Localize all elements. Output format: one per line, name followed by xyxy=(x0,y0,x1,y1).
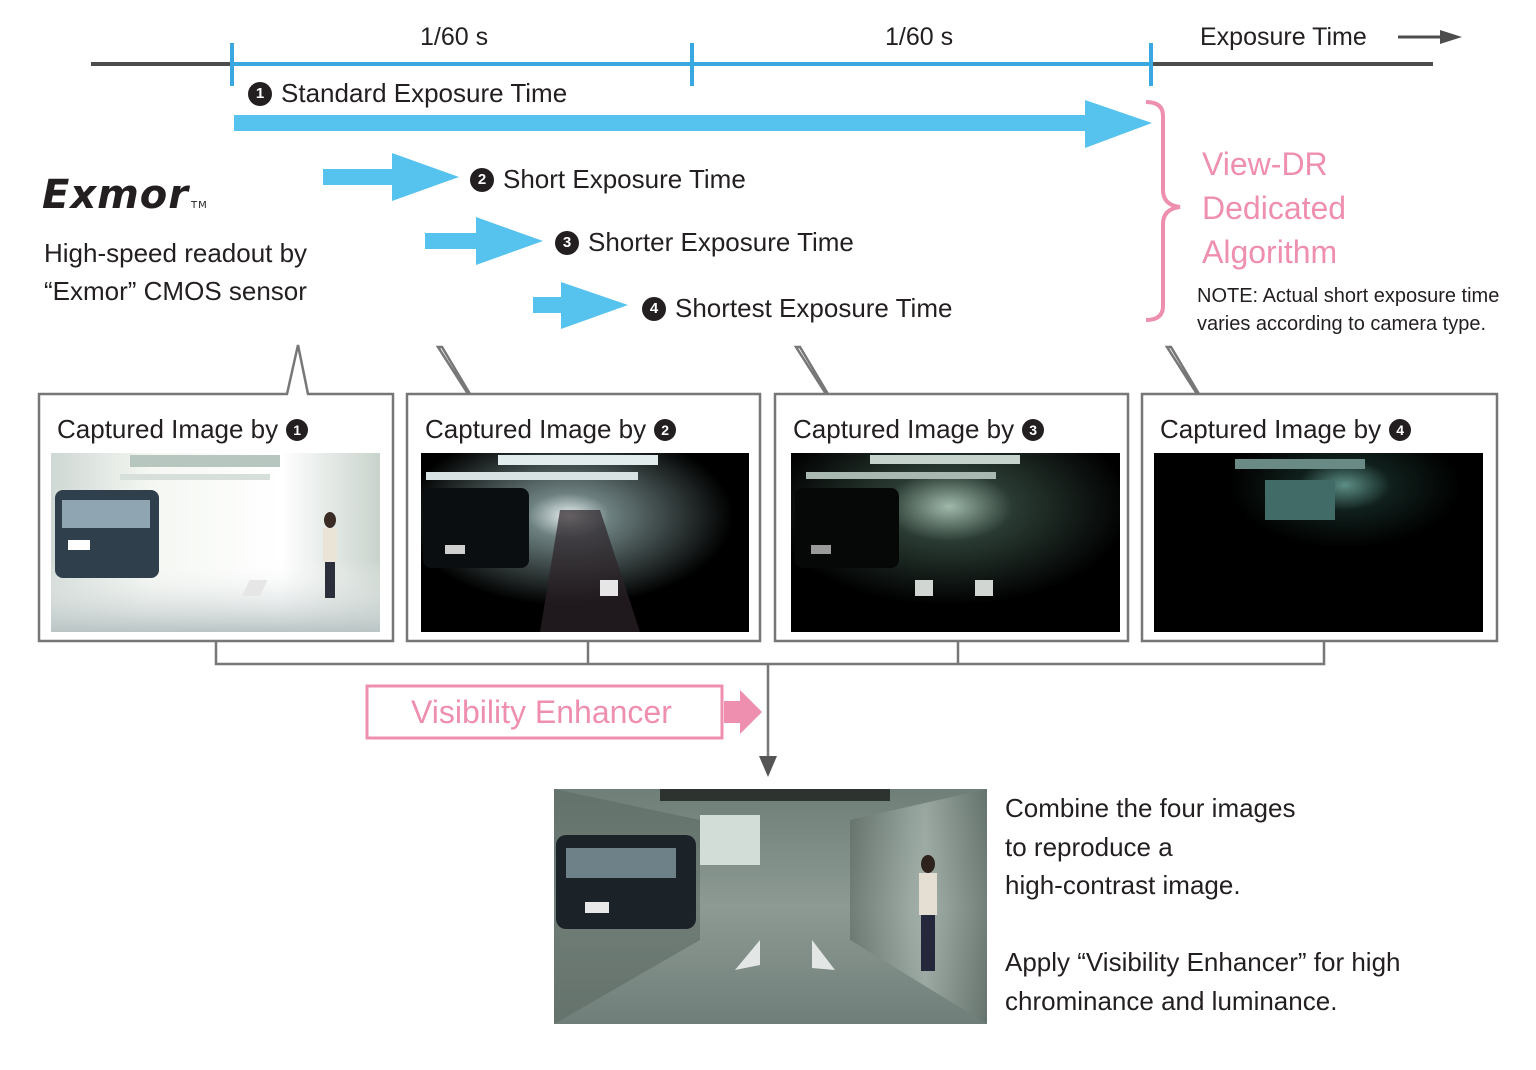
panel-label-text: Captured Image by xyxy=(57,414,279,444)
exposure-arrows xyxy=(234,100,1152,329)
axis-arrow-icon xyxy=(1398,30,1462,44)
exposure-text: Shortest Exposure Time xyxy=(675,293,953,323)
exposure-label-standard: 1 Standard Exposure Time xyxy=(248,78,567,109)
result-line-5: chrominance and luminance. xyxy=(1005,985,1338,1016)
panel-4-label: Captured Image by 4 xyxy=(1160,414,1412,445)
panel-label-text: Captured Image by xyxy=(425,414,647,444)
algorithm-brace xyxy=(1145,100,1181,322)
combined-image xyxy=(554,789,987,1024)
axis-label: Exposure Time xyxy=(1200,23,1367,51)
result-line-3: high-contrast image. xyxy=(1005,870,1241,900)
exmor-logo-text: Exmor xyxy=(42,172,190,218)
captured-image-1 xyxy=(51,453,380,632)
number-badge: 4 xyxy=(1389,418,1412,441)
enhancer-arrow-icon xyxy=(724,690,762,734)
algorithm-line-3: Algorithm xyxy=(1202,234,1338,270)
number-badge: 3 xyxy=(555,230,579,255)
panel-1-label: Captured Image by 1 xyxy=(57,414,309,445)
tick-label-2: 1/60 s xyxy=(885,23,954,51)
panel-connector xyxy=(214,642,1326,758)
exposure-text: Shorter Exposure Time xyxy=(588,227,854,257)
algorithm-line-1: View-DR xyxy=(1202,146,1328,182)
arrow-short-exposure xyxy=(323,153,459,201)
number-badge: 2 xyxy=(654,418,677,441)
sensor-desc-line-1: High-speed readout by xyxy=(44,238,308,268)
number-badge: 1 xyxy=(248,81,272,106)
result-line-4: Apply “Visibility Enhancer” for high xyxy=(1005,947,1401,977)
number-badge: 3 xyxy=(1022,418,1045,441)
timeline xyxy=(91,30,1462,86)
exposure-text: Standard Exposure Time xyxy=(281,78,568,108)
captured-image-4 xyxy=(1154,453,1483,632)
number-badge: 4 xyxy=(642,296,666,321)
algorithm-title: View-DR Dedicated Algorithm xyxy=(1202,142,1346,274)
arrow-shorter-exposure xyxy=(425,217,543,265)
algorithm-line-2: Dedicated xyxy=(1202,190,1347,226)
panel-2-label: Captured Image by 2 xyxy=(425,414,677,445)
tick-label-1: 1/60 s xyxy=(420,23,489,51)
arrow-shortest-exposure xyxy=(533,282,628,329)
panel-label-text: Captured Image by xyxy=(793,414,1015,444)
exposure-label-shorter: 3 Shorter Exposure Time xyxy=(555,227,854,258)
panel-label-text: Captured Image by xyxy=(1160,414,1382,444)
result-description: Combine the four images to reproduce a h… xyxy=(1005,789,1485,1020)
number-badge: 2 xyxy=(470,167,494,192)
exposure-label-shortest: 4 Shortest Exposure Time xyxy=(642,293,952,324)
sensor-description: High-speed readout by “Exmor” CMOS senso… xyxy=(44,234,307,310)
visibility-enhancer-box xyxy=(365,684,762,740)
exposure-label-short: 2 Short Exposure Time xyxy=(470,164,746,195)
captured-image-2 xyxy=(242,453,749,632)
arrow-standard-exposure xyxy=(234,100,1152,148)
result-line-1: Combine the four images xyxy=(1005,793,1296,823)
exmor-tm: TM xyxy=(191,200,208,211)
exposure-text: Short Exposure Time xyxy=(503,164,746,194)
panel-3-label: Captured Image by 3 xyxy=(793,414,1045,445)
result-line-2: to reproduce a xyxy=(1005,831,1173,862)
visibility-enhancer-label: Visibility Enhancer xyxy=(411,694,672,730)
algorithm-note: NOTE: Actual short exposure time varies … xyxy=(1197,285,1500,335)
number-badge: 1 xyxy=(286,418,309,441)
captured-image-3 xyxy=(791,453,1120,632)
down-arrow-icon xyxy=(759,756,777,777)
sensor-desc-line-2: “Exmor” CMOS sensor xyxy=(44,276,307,306)
